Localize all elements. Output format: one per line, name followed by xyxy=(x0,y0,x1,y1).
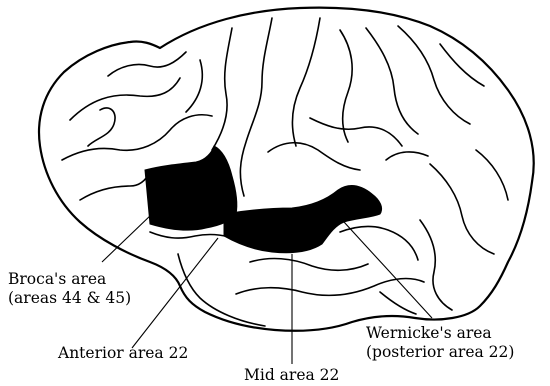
wernicke-area-title: Wernicke's area xyxy=(366,324,514,343)
central-sulcus xyxy=(240,18,272,196)
occipital-gyrus-3 xyxy=(420,220,452,310)
parietal-gyrus-1 xyxy=(340,30,352,142)
broca-area-title: Broca's area xyxy=(8,270,131,289)
mid-area-label: Mid area 22 xyxy=(244,366,339,385)
anterior-leader-line xyxy=(132,238,218,348)
broca-area-subtitle: (areas 44 & 45) xyxy=(8,289,131,308)
frontal-gyrus-6 xyxy=(88,108,115,146)
temporal-gyrus-3 xyxy=(340,226,418,260)
frontal-gyrus-4 xyxy=(108,52,186,76)
broca-area-region xyxy=(145,146,237,230)
anterior-area-label: Anterior area 22 xyxy=(58,344,188,363)
occipital-gyrus-1 xyxy=(476,150,508,200)
postcentral-sulcus xyxy=(293,18,320,146)
parietal-gyrus-5 xyxy=(310,118,402,146)
frontal-gyrus-3 xyxy=(80,172,150,200)
wernicke-area-label: Wernicke's area (posterior area 22) xyxy=(366,324,514,362)
occipital-gyrus-4 xyxy=(386,152,428,160)
posterior-sulcus xyxy=(268,143,360,170)
temporal-gyrus-2 xyxy=(236,279,424,296)
wernicke-area-subtitle: (posterior area 22) xyxy=(366,343,514,362)
frontal-gyrus-1 xyxy=(70,78,180,120)
superior-temporal-region xyxy=(224,186,382,253)
broca-area-label: Broca's area (areas 44 & 45) xyxy=(8,270,131,308)
precentral-sulcus xyxy=(212,28,232,150)
broca-leader-line xyxy=(102,214,152,262)
wernicke-leader-line xyxy=(344,222,432,318)
frontal-gyrus-5 xyxy=(186,60,202,112)
occipital-gyrus-2 xyxy=(430,164,494,254)
parietal-gyrus-2 xyxy=(366,28,418,134)
parietal-gyrus-4 xyxy=(440,44,484,86)
temporal-gyrus-1 xyxy=(250,259,368,271)
frontal-gyrus-2 xyxy=(62,115,212,160)
